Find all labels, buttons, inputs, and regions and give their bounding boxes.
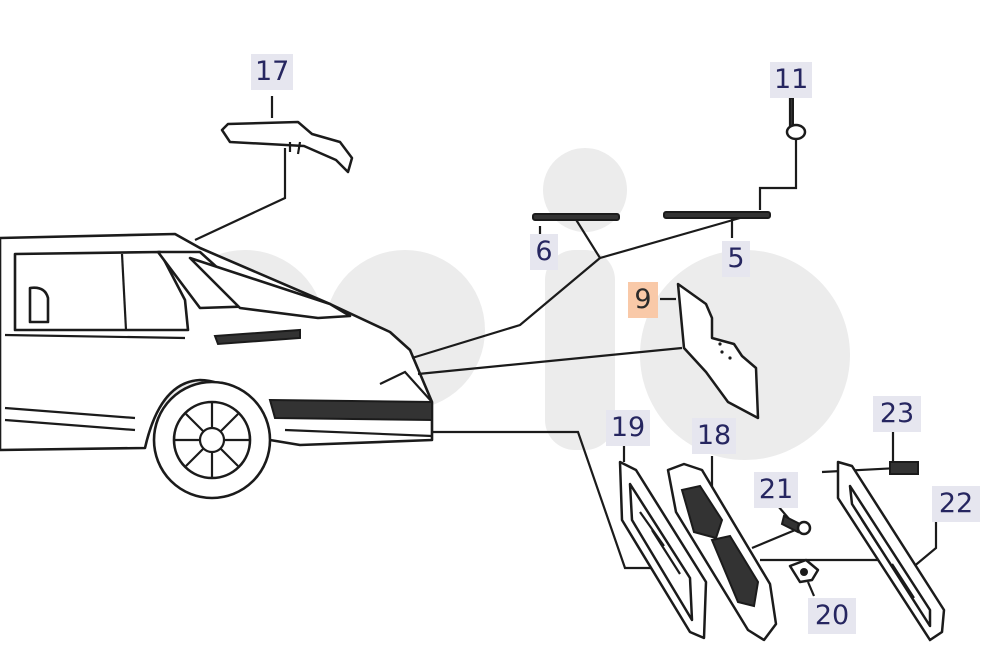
- part-21-screw: [780, 514, 812, 536]
- part-5-strip: [663, 211, 771, 219]
- callout-19[interactable]: 19: [606, 410, 650, 446]
- part-22-lens: [836, 460, 946, 642]
- callout-18[interactable]: 18: [692, 418, 736, 454]
- callout-17[interactable]: 17: [251, 54, 293, 90]
- part-6-strip: [532, 213, 620, 221]
- callout-20[interactable]: 20: [808, 598, 856, 634]
- callout-9[interactable]: 9: [628, 282, 658, 318]
- callout-6[interactable]: 6: [530, 234, 558, 270]
- car-rear-illustration: [0, 232, 434, 500]
- callout-21[interactable]: 21: [754, 472, 798, 508]
- part-19-plate: [618, 460, 708, 640]
- callout-23[interactable]: 23: [873, 396, 921, 432]
- part-17-trim: [220, 120, 354, 174]
- part-9-panel: [676, 282, 760, 420]
- callout-11[interactable]: 11: [770, 62, 812, 98]
- callout-5[interactable]: 5: [722, 241, 750, 277]
- part-23-bolt: [821, 461, 919, 475]
- callout-22[interactable]: 22: [932, 486, 980, 522]
- part-20-clip: [788, 558, 820, 584]
- part-18-housing: [666, 462, 778, 642]
- part-11-bolt: [785, 97, 807, 141]
